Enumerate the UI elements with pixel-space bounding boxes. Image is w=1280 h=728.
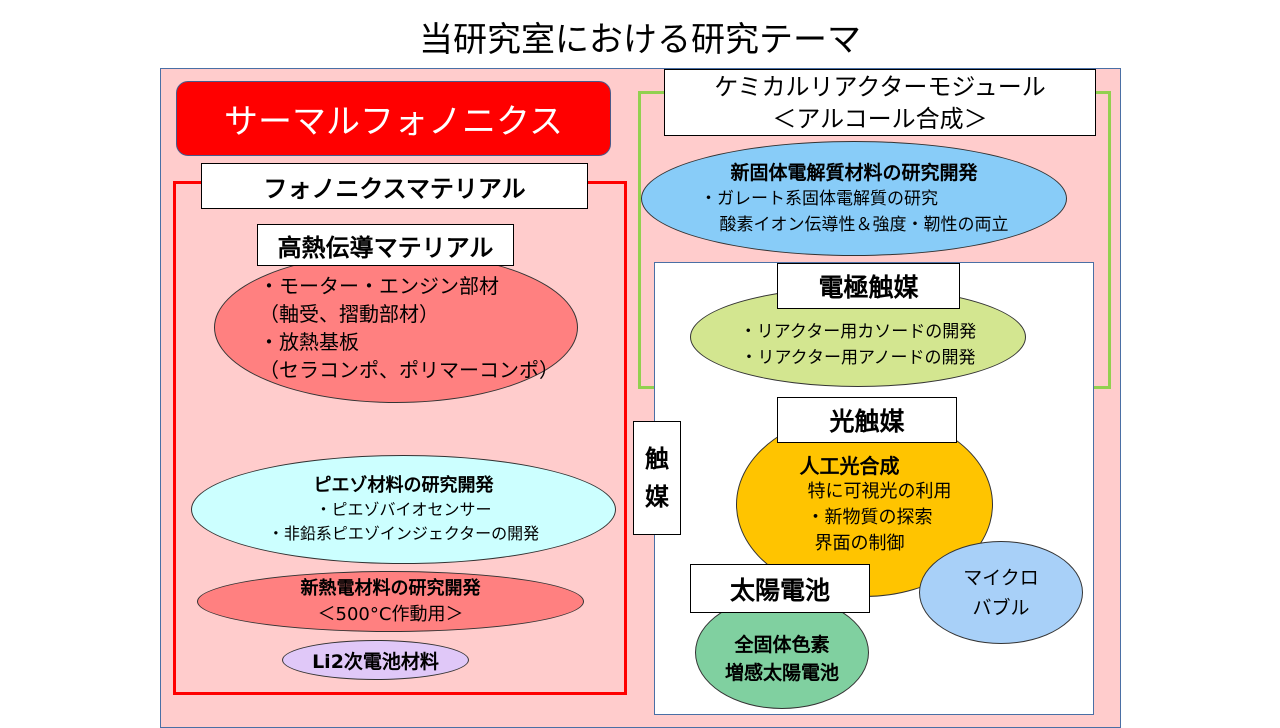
high-heat-conduction-ellipse: ・モーター・エンジン部材 （軸受、摺動部材） ・放熱基板 （セラコンポ、ポリマー… — [214, 252, 578, 403]
piezo-line-2: ・非鉛系ピエゾインジェクターの開発 — [267, 523, 540, 543]
piezo-title: ピエゾ材料の研究開発 — [313, 474, 494, 496]
micro-bubble-ellipse: マイクロ バブル — [919, 541, 1083, 644]
chemical-reactor-header: ケミカルリアクターモジュール ＜アルコール合成＞ — [664, 69, 1096, 136]
electrolyte-line-1: ・ガレート系固体電解質の研究 — [700, 188, 938, 209]
solar-cell-label: 太陽電池 — [690, 564, 870, 613]
piezo-ellipse: ピエゾ材料の研究開発 ・ピエゾバイオセンサー ・非鉛系ピエゾインジェクターの開発 — [191, 455, 616, 564]
solar-line-1: 全固体色素 — [734, 633, 830, 656]
piezo-line-1: ・ピエゾバイオセンサー — [315, 499, 492, 519]
photocatalyst-label: 光触媒 — [777, 397, 957, 443]
solar-cell-ellipse: 全固体色素 増感太陽電池 — [695, 596, 869, 709]
page-title: 当研究室における研究テーマ — [419, 20, 861, 60]
phononics-materials-label: フォノニクスマテリアル — [201, 163, 588, 209]
thermal-phononics-banner: サーマルフォノニクス — [176, 81, 611, 156]
li2-battery-label: Li2次電池材料 — [312, 650, 439, 673]
high-heat-line-4: （セラコンポ、ポリマーコンポ） — [259, 357, 559, 382]
photocatalyst-title: 人工光合成 — [799, 453, 900, 478]
photocatalyst-line-1: 特に可視光の利用 — [807, 480, 952, 502]
chemical-reactor-title: ケミカルリアクターモジュール — [714, 72, 1046, 101]
electrolyte-title: 新固体電解質材料の研究開発 — [730, 161, 978, 184]
high-heat-line-3: ・放熱基板 — [259, 329, 359, 354]
solar-line-2: 増感太陽電池 — [724, 661, 839, 684]
thermal-phononics-label: サーマルフォノニクス — [224, 102, 563, 142]
high-heat-line-1: ・モーター・エンジン部材 — [259, 273, 499, 298]
thermoelectric-ellipse: 新熱電材料の研究開発 ＜500°C作動用＞ — [197, 571, 584, 632]
electrode-line-1: ・リアクター用カソードの開発 — [739, 322, 977, 342]
thermoelectric-sub: ＜500°C作動用＞ — [317, 603, 464, 625]
catalyst-char-1: 触 — [645, 445, 669, 473]
thermoelectric-title: 新熱電材料の研究開発 — [300, 577, 481, 599]
photocatalyst-line-2: ・新物質の探索 — [806, 506, 933, 528]
high-heat-conduction-label: 高熱伝導マテリアル — [257, 224, 514, 266]
micro-bubble-line-1: マイクロ — [963, 566, 1039, 589]
micro-bubble-line-2: バブル — [972, 596, 1030, 619]
electrode-line-2: ・リアクター用アノードの開発 — [740, 348, 976, 368]
electrolyte-line-2: 酸素イオン伝導性＆強度・靭性の両立 — [719, 214, 1009, 235]
electrode-catalyst-label: 電極触媒 — [777, 263, 960, 309]
li2-battery-ellipse: Li2次電池材料 — [282, 640, 469, 680]
solid-electrolyte-ellipse: 新固体電解質材料の研究開発 ・ガレート系固体電解質の研究 酸素イオン伝導性＆強度… — [641, 141, 1067, 256]
chemical-reactor-subtitle: ＜アルコール合成＞ — [772, 104, 988, 133]
catalyst-char-2: 媒 — [645, 483, 669, 511]
photocatalyst-line-3: 界面の制御 — [814, 532, 905, 554]
catalyst-vertical-label: 触 媒 — [633, 421, 681, 535]
high-heat-line-2: （軸受、摺動部材） — [259, 301, 439, 326]
